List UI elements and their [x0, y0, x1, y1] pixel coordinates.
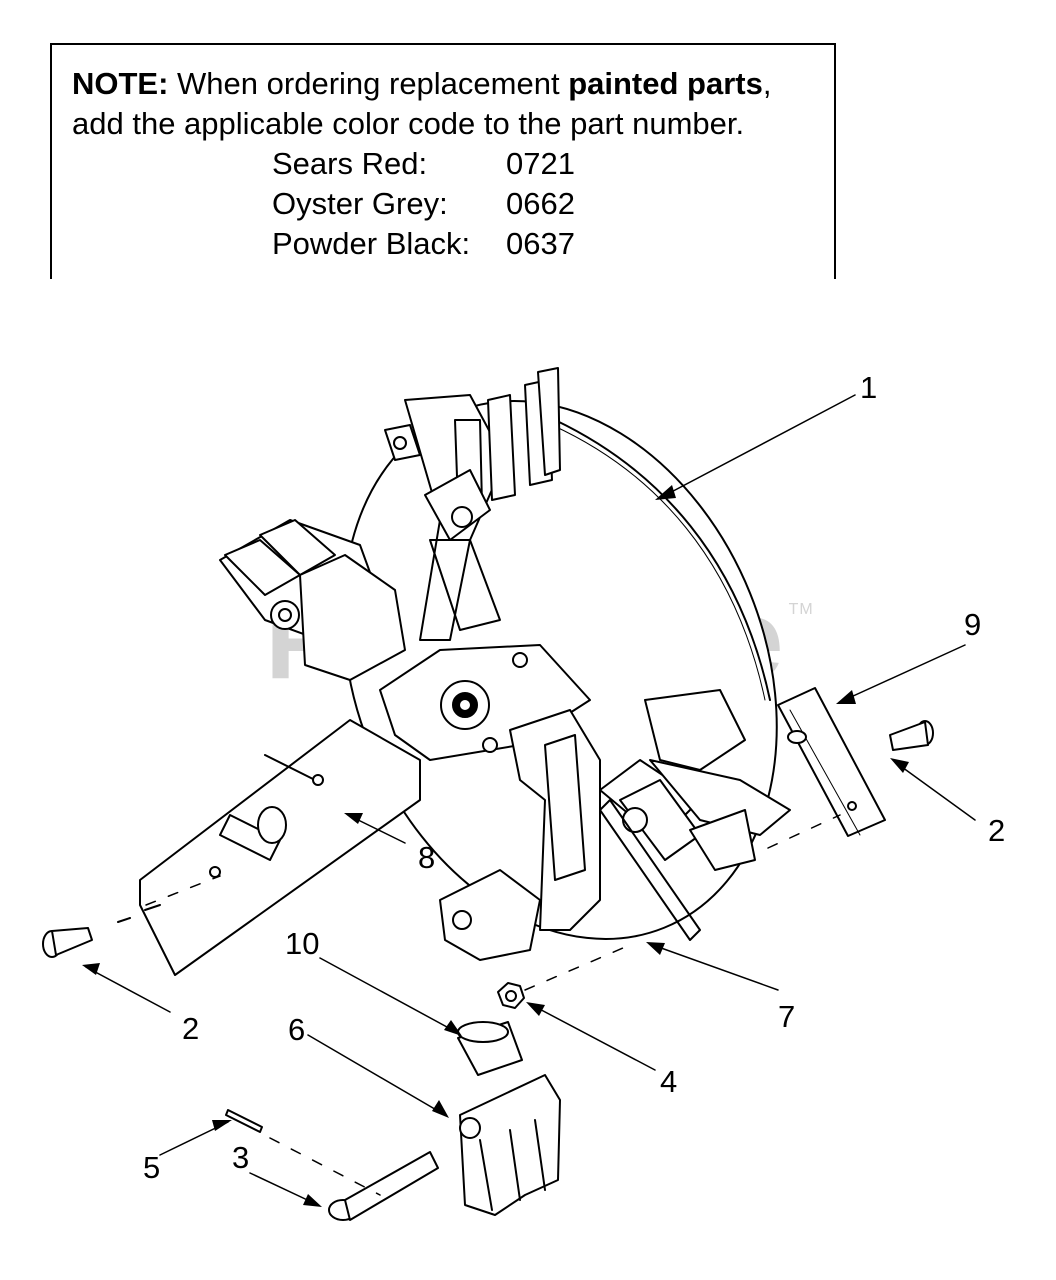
paddle-right	[599, 689, 791, 941]
callout-2-left: 2	[182, 1011, 200, 1046]
callout-8: 8	[418, 840, 436, 875]
note-box: NOTE: When ordering replacement painted …	[50, 43, 836, 279]
paddle-bottom	[439, 709, 601, 961]
callout-4: 4	[660, 1064, 678, 1099]
nut	[497, 982, 525, 1009]
bolt-left	[42, 904, 161, 958]
plate	[777, 687, 886, 837]
note-text-bold: painted parts	[568, 66, 763, 101]
pin	[225, 1109, 263, 1133]
color-code: 0721	[506, 146, 575, 181]
blade	[139, 719, 421, 976]
color-row-powder-black: Powder Black: 0637	[272, 226, 575, 261]
color-name: Oyster Grey:	[272, 186, 448, 221]
color-code: 0637	[506, 226, 575, 261]
callout-7: 7	[778, 999, 796, 1034]
note-line-2: add the applicable color code to the par…	[72, 106, 745, 141]
arrowheads	[82, 485, 909, 1207]
note-text-c: ,	[762, 66, 772, 101]
callout-2-right: 2	[988, 813, 1006, 848]
color-name: Sears Red:	[272, 146, 428, 181]
color-row-oyster-grey: Oyster Grey: 0662	[272, 186, 575, 221]
alignment-lines	[145, 814, 841, 1196]
callout-5: 5	[143, 1150, 161, 1185]
bushing	[457, 1021, 523, 1076]
color-code: 0662	[506, 186, 575, 221]
paddle-top	[384, 367, 561, 641]
callout-10: 10	[285, 926, 320, 961]
note-text-a: When ordering replacement	[168, 66, 569, 101]
note-line-1: NOTE: When ordering replacement painted …	[72, 67, 771, 101]
paddle-bracket	[459, 1074, 561, 1216]
leader-lines	[85, 394, 976, 1206]
bolt-right	[889, 720, 934, 751]
color-name: Powder Black:	[272, 226, 471, 261]
clevis-pin	[328, 1151, 439, 1221]
callout-9: 9	[964, 607, 982, 642]
note-label: NOTE:	[72, 66, 169, 101]
color-row-sears-red: Sears Red: 0721	[272, 146, 575, 181]
callout-6: 6	[288, 1012, 306, 1047]
callout-1: 1	[860, 370, 878, 405]
paddle-left	[219, 519, 406, 681]
watermark-tm: TM	[788, 601, 814, 618]
callout-3: 3	[232, 1140, 250, 1175]
